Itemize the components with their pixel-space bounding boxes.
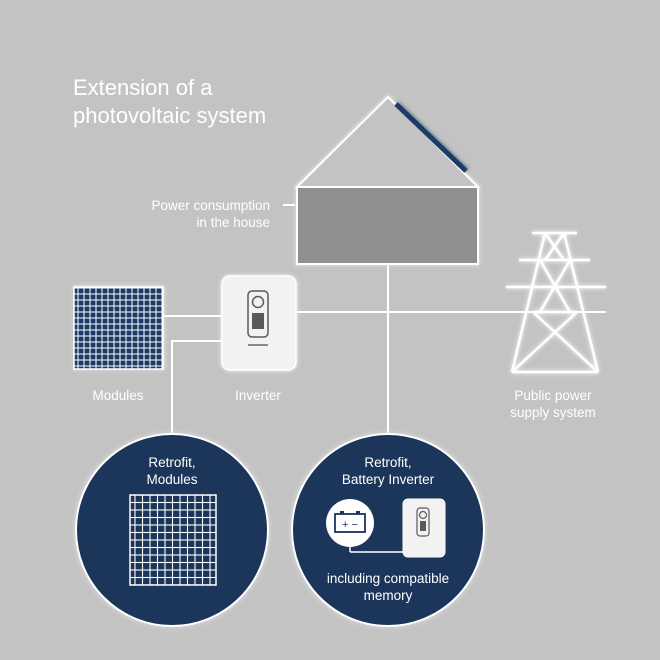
retrofit-modules-label: Retrofit, Modules	[146, 455, 198, 487]
house	[294, 95, 481, 265]
grid-label: Public power supply system	[510, 388, 596, 420]
diagram-title: Extension of a photovoltaic system	[73, 75, 267, 128]
retrofit-solar-panel-icon	[129, 494, 217, 586]
battery-icon: + −	[334, 511, 366, 533]
power-pylon-icon	[506, 231, 606, 374]
house-label: Power consumption in the house	[151, 198, 270, 230]
retrofit-battery-circle: + −	[291, 433, 485, 627]
battery-icon-bg	[326, 499, 374, 547]
house-body	[296, 186, 479, 265]
roof-solar-panel	[394, 102, 468, 173]
battery-polarity-label: + −	[342, 519, 358, 531]
inverter-label: Inverter	[235, 388, 281, 403]
modules-label: Modules	[92, 388, 144, 403]
memory-label: including compatible memory	[326, 571, 450, 603]
battery-inverter-icon	[402, 498, 446, 558]
solar-modules-icon	[73, 286, 164, 370]
retrofit-battery-label: Retrofit, Battery Inverter	[341, 455, 435, 487]
house-roof	[294, 95, 481, 188]
inverter-icon	[221, 275, 297, 371]
retrofit-modules-line	[171, 340, 222, 438]
retrofit-modules-circle	[75, 433, 269, 627]
